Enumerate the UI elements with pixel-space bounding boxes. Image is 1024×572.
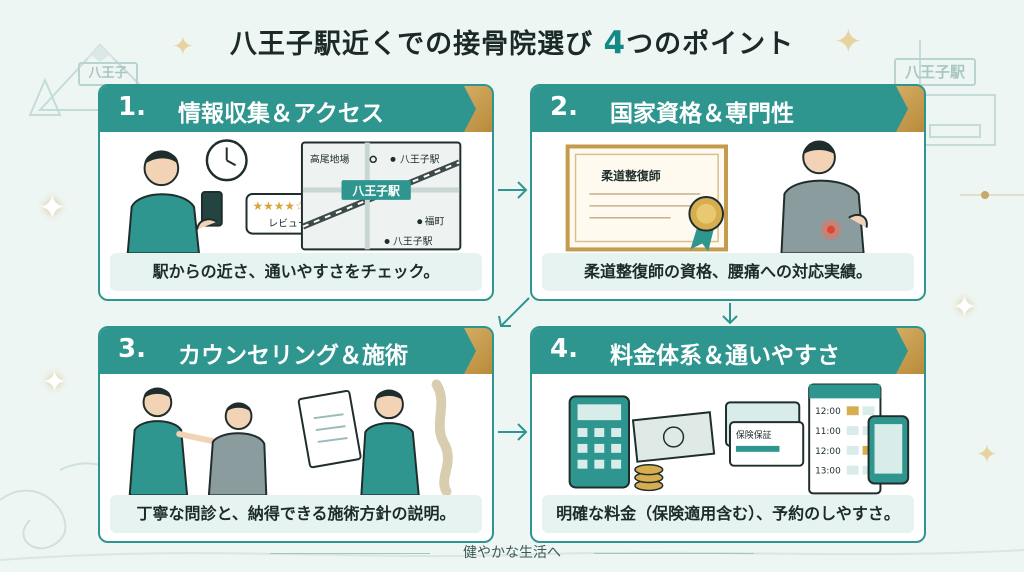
title-suffix: つのポイント — [626, 29, 795, 60]
schedule-time: 11:00 — [815, 427, 841, 437]
certificate-backpain-illustration: 柔道整復師 — [565, 140, 868, 254]
card-number: 1. — [118, 92, 146, 122]
card-caption: 明確な料金（保険適用含む）、予約のしやすさ。 — [542, 495, 914, 533]
card-title: 情報収集＆アクセス — [178, 101, 384, 127]
map-label-place2: 八王子駅 — [400, 153, 440, 165]
point-card-4: 4. 料金体系＆通いやすさ 保険保証 12:00 11:00 — [530, 326, 926, 543]
clipboard-icon — [297, 389, 362, 469]
card-caption: 柔道整復師の資格、腰痛への対応実績。 — [542, 253, 914, 291]
clock-icon — [205, 139, 248, 182]
page-title: 八王子駅近くでの接骨院選び 4つのポイント — [0, 22, 1024, 61]
tablet-icon — [867, 415, 910, 485]
therapist-figure — [128, 387, 220, 496]
title-number: 4 — [603, 25, 627, 61]
doctor-figure — [360, 389, 420, 496]
title-main: 八王子駅近くでの接骨院選び — [229, 29, 594, 60]
right-station-sign: 八王子駅 — [894, 58, 976, 86]
card-caption: 丁寧な問診と、納得できる施術方針の説明。 — [110, 495, 482, 533]
arrow-3-to-4 — [498, 423, 528, 441]
insurance-card-icon: 保険保証 — [725, 401, 805, 467]
card-header — [532, 328, 924, 374]
sparkle-icon: ✦ — [834, 22, 863, 62]
map-label-place4: 八王子駅 — [393, 235, 433, 247]
sparkle-icon: ✦ — [172, 32, 194, 62]
schedule-time: 13:00 — [815, 467, 841, 477]
sparkle-icon: ✦ — [38, 188, 67, 228]
footer-text: 健やかな生活へ — [463, 545, 561, 561]
back-pain-person — [780, 140, 868, 254]
card-number: 2. — [550, 92, 578, 122]
card-header — [100, 328, 492, 374]
sparkle-icon: ✦ — [952, 290, 978, 325]
fees-schedule-illustration: 保険保証 12:00 11:00 12:00 13:00 — [568, 383, 910, 495]
map-station-label: 八王子駅 — [351, 184, 400, 198]
map-label-place1: 高尾地場 — [310, 152, 350, 165]
smartphone-icon — [196, 191, 223, 230]
card-title: 国家資格＆専門性 — [610, 101, 794, 127]
schedule-time: 12:00 — [815, 447, 841, 457]
spine-model-icon — [431, 379, 453, 496]
map-label-place3: 福町 — [425, 215, 445, 228]
counseling-treatment-illustration — [128, 379, 453, 496]
insurance-label: 保険保証 — [736, 429, 772, 441]
review-label: レビュー — [268, 218, 308, 230]
gold-medal-icon — [688, 195, 725, 252]
arrow-1-to-2 — [498, 181, 528, 199]
arrow-down-2 — [722, 303, 738, 325]
card-header — [100, 86, 492, 132]
card-title: 料金体系＆通いやすさ — [610, 343, 840, 369]
certificate-label: 柔道整復師 — [600, 169, 660, 183]
sparkle-icon: ✦ — [976, 440, 998, 470]
card-title: カウンセリング＆施術 — [178, 343, 408, 369]
point-card-1: 1. 情報収集＆アクセス ★★★★☆ レビュー 八王子駅 高尾地場 — [98, 84, 494, 301]
cash-coins-icon — [631, 411, 716, 492]
person-phone-map-illustration: ★★★★☆ レビュー 八王子駅 高尾地場 八王子駅 福町 八王子駅 — [126, 139, 462, 254]
sparkle-icon: ✦ — [42, 365, 68, 400]
left-city-sign: 八王子 — [78, 62, 138, 86]
svg-text:★★★★☆: ★★★★☆ — [252, 199, 305, 213]
card-caption: 駅からの近さ、通いやすさをチェック。 — [110, 253, 482, 291]
card-header — [532, 86, 924, 132]
patient-figure — [207, 402, 268, 496]
schedule-time: 12:00 — [815, 407, 841, 417]
footer-line-right — [594, 553, 754, 554]
card-number: 3. — [118, 334, 146, 364]
point-card-2: 2. 国家資格＆専門性 柔道整復師 柔道整復師の資格、腰痛への対応実績。 — [530, 84, 926, 301]
footer-line-left — [270, 553, 430, 554]
calculator-icon — [568, 395, 630, 489]
point-card-3: 3. カウンセリング＆施術 丁寧な問診と、納得できる施術方針の説明。 — [98, 326, 494, 543]
card-number: 4. — [550, 334, 578, 364]
arrow-2-to-3 — [498, 297, 530, 327]
